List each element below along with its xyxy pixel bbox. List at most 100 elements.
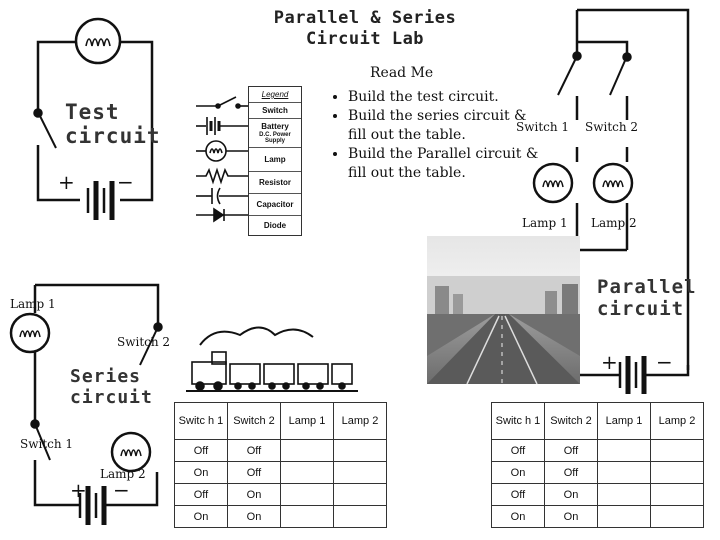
readme-list: Build the test circuit. Build the series… <box>305 88 543 183</box>
table-header-row: Switc h 1 Switch 2 Lamp 1 Lamp 2 <box>491 402 704 440</box>
parallel-plus-sign: + <box>601 350 618 374</box>
table-header: Switch 2 <box>227 402 281 440</box>
parallel-label-line-2: circuit <box>597 298 685 320</box>
series-results-table: Switc h 1 Switch 2 Lamp 1 Lamp 2 Off Off… <box>174 402 387 528</box>
road-photo-drawing <box>427 276 580 384</box>
table-row: On Off <box>491 461 704 484</box>
series-label-line-2: circuit <box>70 387 153 408</box>
table-cell[interactable] <box>650 461 704 484</box>
table-cell: Off <box>491 439 545 462</box>
table-cell: On <box>544 483 598 506</box>
readme-item-2: Build the series circuit & fill out the … <box>348 107 543 145</box>
table-cell[interactable] <box>650 505 704 528</box>
table-header: Lamp 1 <box>280 402 334 440</box>
table-cell: Off <box>544 461 598 484</box>
title-line-1: Parallel & Series <box>273 8 457 28</box>
table-cell[interactable] <box>333 439 387 462</box>
parallel-label-line-1: Parallel <box>597 276 697 298</box>
series-minus-sign: − <box>113 478 130 502</box>
test-circuit-label: Test circuit <box>65 100 161 148</box>
parallel-lamp-1-icon <box>532 162 574 204</box>
series-circuit-wiring <box>30 283 163 525</box>
test-circuit-label-line-1: Test <box>65 100 120 124</box>
legend-item-switch: Switch <box>249 103 301 119</box>
test-plus-sign: + <box>58 170 75 194</box>
table-cell[interactable] <box>280 483 334 506</box>
legend-item-resistor: Resistor <box>249 172 301 194</box>
table-cell: Off <box>491 483 545 506</box>
legend-box: Legend Switch Battery D.C. Power Supply … <box>248 86 302 236</box>
table-row: Off On <box>174 483 387 506</box>
table-cell: On <box>491 461 545 484</box>
table-row: On On <box>174 505 387 528</box>
table-cell[interactable] <box>597 483 651 506</box>
table-cell: On <box>174 505 228 528</box>
parallel-lamp-1-label: Lamp 1 <box>522 216 568 230</box>
road-photo <box>427 236 580 384</box>
legend-item-diode: Diode <box>263 221 287 230</box>
legend-symbols <box>196 96 248 223</box>
table-cell: On <box>227 505 281 528</box>
series-switch-1-label: Switch 1 <box>20 437 74 451</box>
readme-heading: Read Me <box>370 65 434 81</box>
series-switch-2-label: Switch 2 <box>117 335 171 349</box>
parallel-circuit-label: Parallel circuit <box>597 276 697 320</box>
table-row: Off Off <box>174 439 387 462</box>
table-row: Off On <box>491 483 704 506</box>
table-cell: On <box>544 505 598 528</box>
table-header-row: Switc h 1 Switch 2 Lamp 1 Lamp 2 <box>174 402 387 440</box>
table-header: Switc h 1 <box>491 402 545 440</box>
parallel-results-table: Switc h 1 Switch 2 Lamp 1 Lamp 2 Off Off… <box>491 402 704 528</box>
parallel-switch-1-label: Switch 1 <box>516 120 570 134</box>
legend-item-lamp: Lamp <box>249 148 301 172</box>
test-circuit-label-line-2: circuit <box>65 124 161 148</box>
title-line-2: Circuit Lab <box>305 29 425 49</box>
legend-item-battery: Battery <box>261 122 289 131</box>
series-lamp-1-label: Lamp 1 <box>10 297 56 311</box>
table-cell[interactable] <box>597 505 651 528</box>
parallel-lamp-2-label: Lamp 2 <box>591 216 637 230</box>
table-cell[interactable] <box>597 439 651 462</box>
table-cell: Off <box>174 439 228 462</box>
train-clipart <box>186 326 358 392</box>
table-row: Off Off <box>491 439 704 462</box>
table-header: Switch 2 <box>544 402 598 440</box>
table-cell: On <box>227 483 281 506</box>
table-cell[interactable] <box>333 483 387 506</box>
legend-heading: Legend <box>249 87 301 103</box>
table-cell: Off <box>544 439 598 462</box>
test-minus-sign: − <box>117 170 134 194</box>
legend-item-power-supply: D.C. Power Supply <box>249 131 301 148</box>
table-row: On Off <box>174 461 387 484</box>
table-cell[interactable] <box>333 505 387 528</box>
table-cell: Off <box>227 461 281 484</box>
table-header: Lamp 1 <box>597 402 651 440</box>
table-header: Switc h 1 <box>174 402 228 440</box>
table-cell[interactable] <box>333 461 387 484</box>
series-lamp-2-icon <box>110 431 152 473</box>
parallel-lamp-2-icon <box>592 162 634 204</box>
table-header: Lamp 2 <box>650 402 704 440</box>
test-lamp-icon <box>74 17 122 65</box>
table-cell[interactable] <box>650 483 704 506</box>
table-cell: On <box>174 461 228 484</box>
table-cell[interactable] <box>280 461 334 484</box>
table-row: On On <box>491 505 704 528</box>
parallel-switch-2-label: Switch 2 <box>585 120 639 134</box>
table-cell[interactable] <box>597 461 651 484</box>
table-cell: Off <box>174 483 228 506</box>
table-cell: Off <box>227 439 281 462</box>
table-cell[interactable] <box>280 439 334 462</box>
table-header: Lamp 2 <box>333 402 387 440</box>
table-cell[interactable] <box>280 505 334 528</box>
series-label-line-1: Series <box>70 366 142 387</box>
parallel-minus-sign: − <box>656 350 673 374</box>
test-circuit-wiring <box>33 40 154 220</box>
page-title: Parallel & Series Circuit Lab <box>230 8 500 50</box>
legend-item-capacitor: Capacitor <box>249 194 301 216</box>
series-lamp-2-label: Lamp 2 <box>100 467 146 481</box>
series-circuit-label: Series circuit <box>70 366 153 408</box>
table-cell: On <box>491 505 545 528</box>
series-plus-sign: + <box>70 478 87 502</box>
table-cell[interactable] <box>650 439 704 462</box>
